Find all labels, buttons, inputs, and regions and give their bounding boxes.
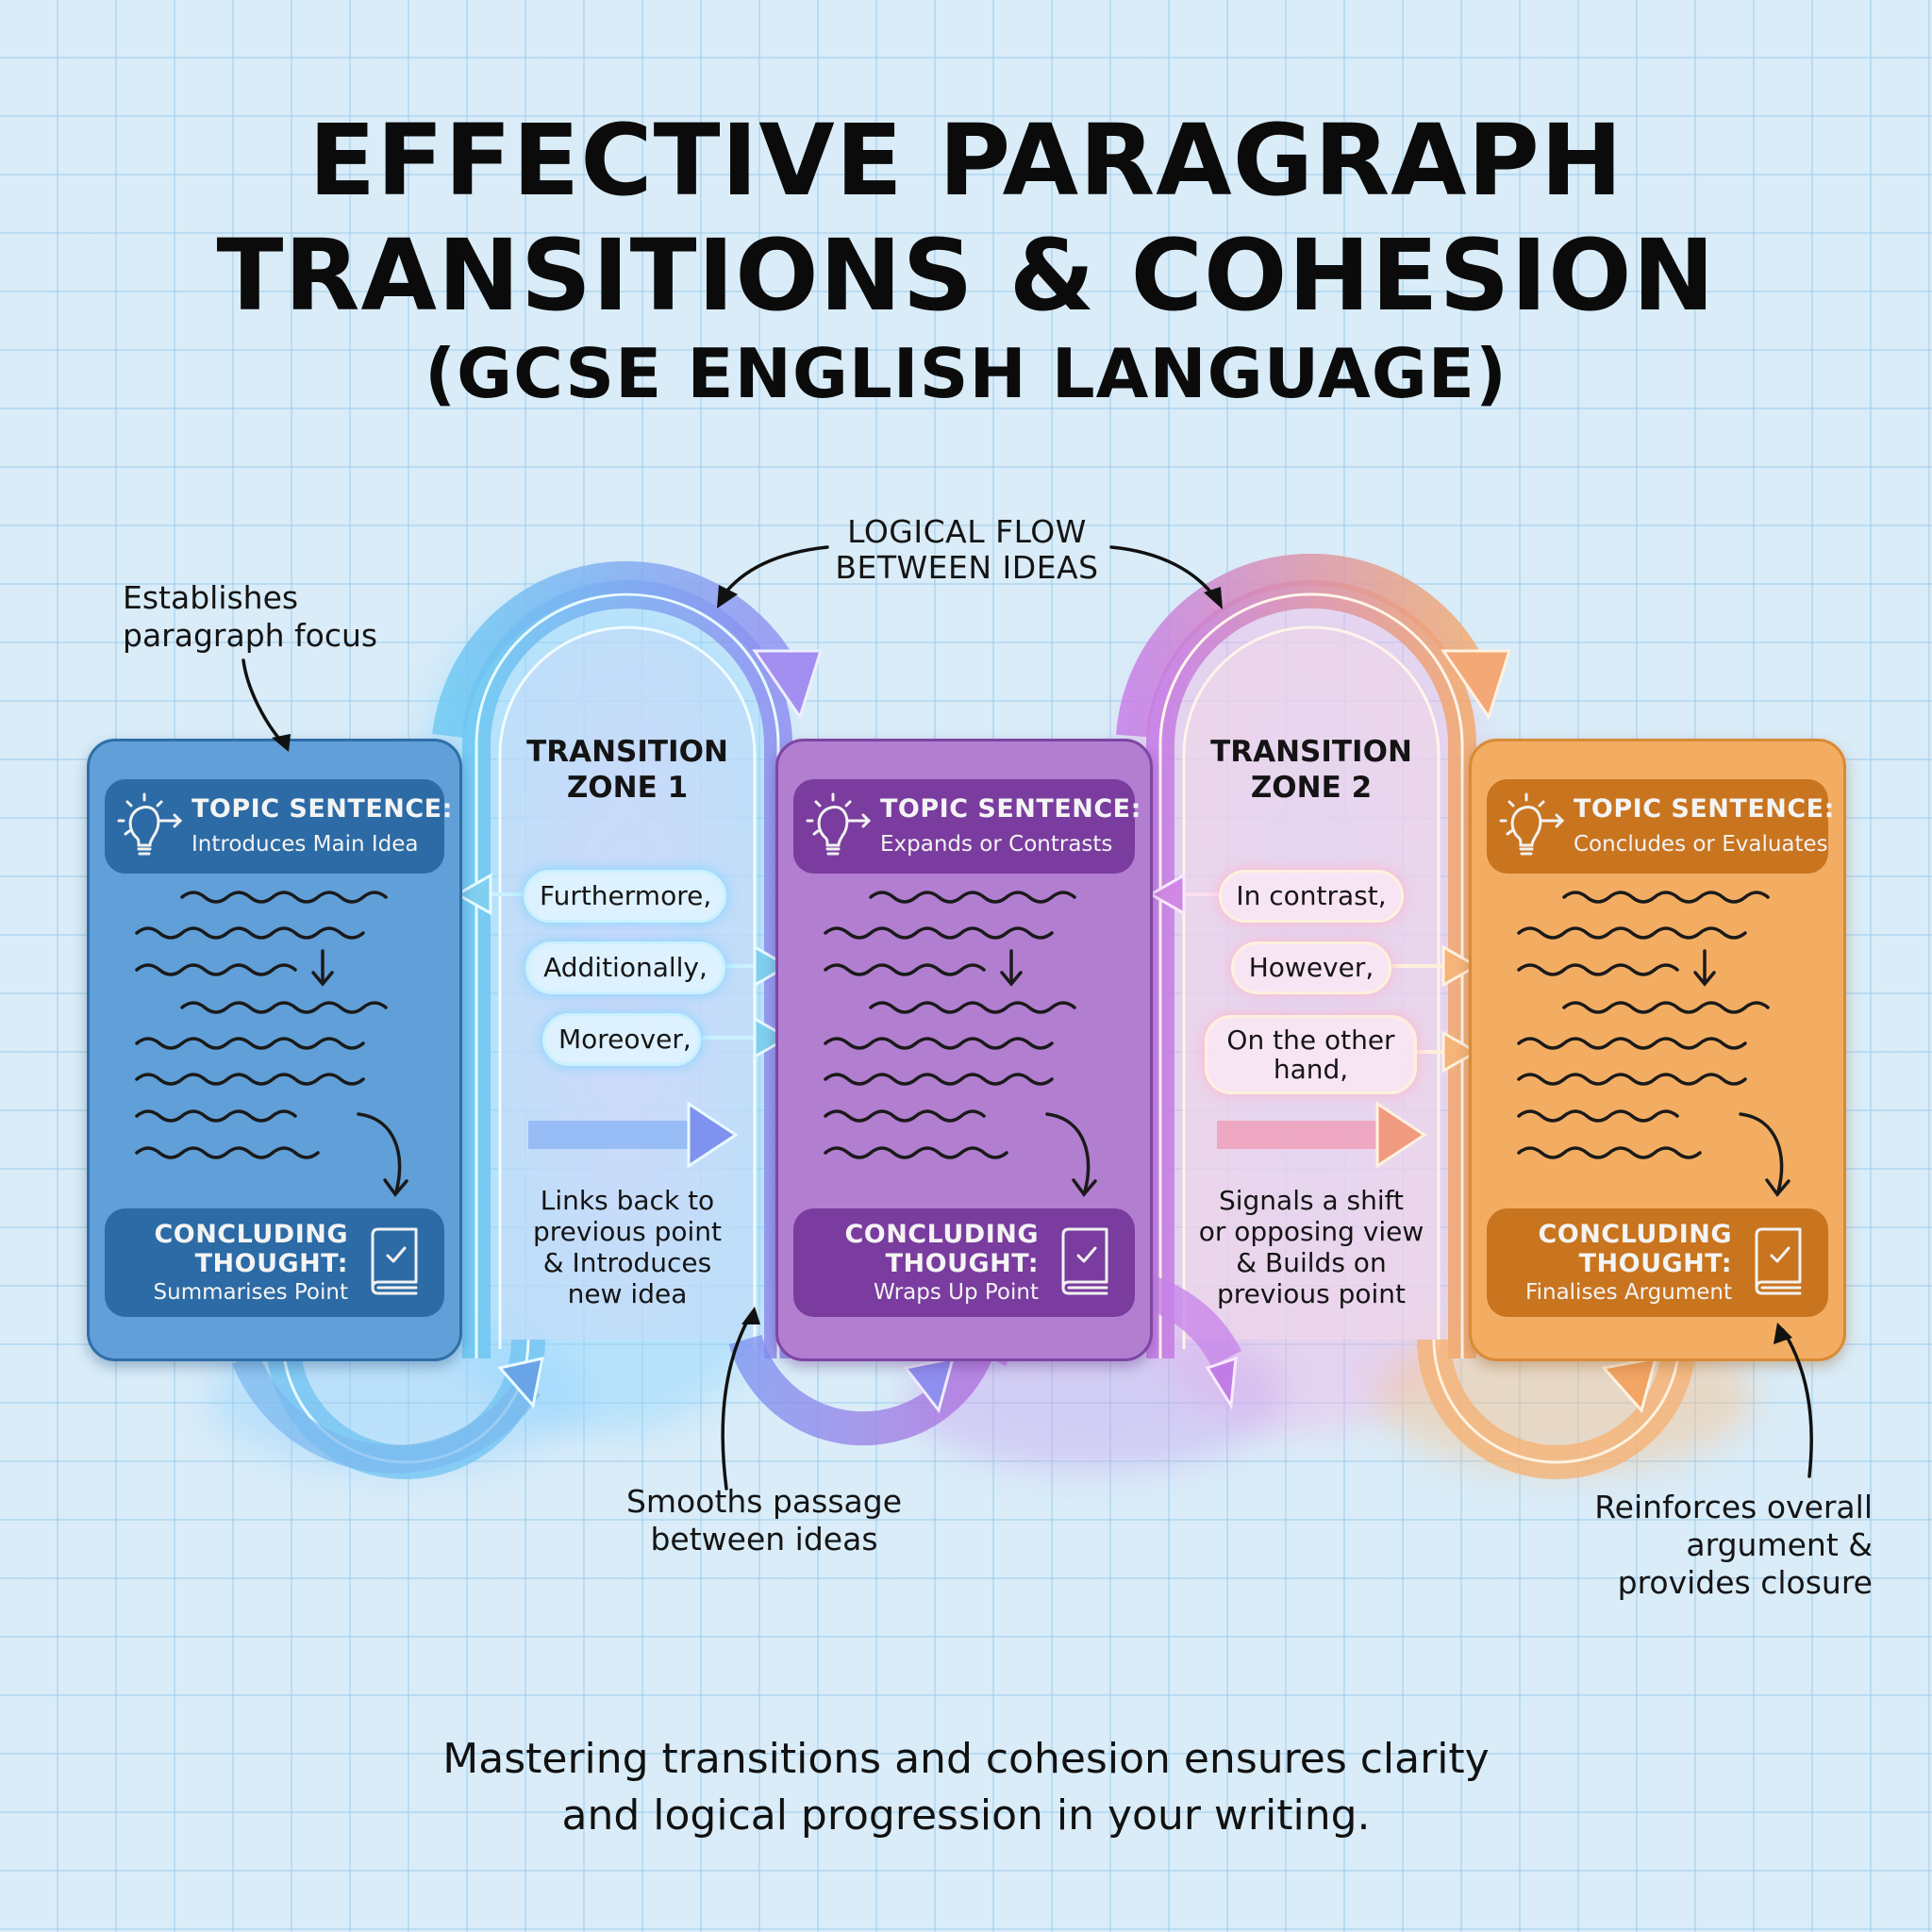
- footer-line-1: Mastering transitions and cohesion ensur…: [442, 1735, 1490, 1783]
- conclude-heading-1: CONCLUDING: [1538, 1220, 1732, 1249]
- paragraph-card-3: TOPIC SENTENCE: Concludes or Evaluates C…: [1469, 739, 1846, 1361]
- flow-label-line-2: BETWEEN IDEAS: [835, 549, 1099, 586]
- lightbulb-arrow-icon: [806, 792, 872, 856]
- annotation-line: Establishes: [123, 579, 299, 616]
- transition-phrase-moreover: Moreover,: [542, 1013, 701, 1066]
- text-lines-graphic: [824, 891, 1097, 1197]
- desc-line: & Builds on: [1236, 1247, 1387, 1278]
- annotation-line: provides closure: [1617, 1564, 1873, 1601]
- desc-line: previous point: [532, 1216, 723, 1247]
- concluding-thought-box: CONCLUDING THOUGHT: Summarises Point: [105, 1208, 444, 1317]
- transition-phrase-furthermore: Furthermore,: [524, 870, 726, 923]
- phrase-line: hand,: [1273, 1054, 1349, 1085]
- topic-sentence-box: TOPIC SENTENCE: Introduces Main Idea: [105, 779, 452, 874]
- topic-heading: TOPIC SENTENCE:: [880, 794, 1141, 824]
- conclude-heading-2: THOUGHT:: [1578, 1249, 1732, 1278]
- lightbulb-arrow-icon: [117, 792, 183, 856]
- footer-summary: Mastering transitions and cohesion ensur…: [0, 1731, 1932, 1844]
- conclude-heading-1: CONCLUDING: [154, 1220, 348, 1249]
- topic-subtext: Concludes or Evaluates: [1574, 832, 1828, 857]
- title-line-1: EFFECTIVE PARAGRAPH: [308, 103, 1624, 218]
- text-lines-graphic: [135, 891, 408, 1197]
- footer-line-2: and logical progression in your writing.: [561, 1791, 1371, 1840]
- transition-zone-1-description: Links back to previous point & Introduce…: [509, 1185, 745, 1309]
- desc-line: previous point: [1216, 1278, 1407, 1309]
- topic-heading: TOPIC SENTENCE:: [192, 794, 453, 824]
- transition-zone-2-description: Signals a shift or opposing view & Build…: [1184, 1185, 1439, 1309]
- transition-phrase-additionally: Additionally,: [525, 941, 725, 994]
- conclude-subtext: Wraps Up Point: [873, 1280, 1039, 1305]
- desc-line: & Introduces: [542, 1247, 712, 1278]
- conclude-subtext: Finalises Argument: [1525, 1280, 1732, 1305]
- text-lines-graphic: [1517, 891, 1790, 1197]
- conclude-heading-2: THOUGHT:: [885, 1249, 1039, 1278]
- phrase-line: On the other: [1226, 1024, 1395, 1056]
- subtitle: (GCSE ENGLISH LANGUAGE): [425, 334, 1507, 413]
- topic-sentence-box: TOPIC SENTENCE: Concludes or Evaluates: [1487, 779, 1834, 874]
- topic-heading: TOPIC SENTENCE:: [1574, 794, 1835, 824]
- annotation-line: paragraph focus: [123, 617, 378, 654]
- zone-title-line-2: ZONE 2: [1250, 771, 1373, 805]
- book-check-icon: [1061, 1227, 1108, 1295]
- topic-sentence-box: TOPIC SENTENCE: Expands or Contrasts: [793, 779, 1141, 874]
- desc-line: Signals a shift: [1218, 1185, 1404, 1216]
- conclude-subtext: Summarises Point: [153, 1280, 348, 1305]
- flow-label-line-1: LOGICAL FLOW: [847, 513, 1087, 550]
- annotation-line: Smooths passage: [625, 1483, 903, 1520]
- annotation-line: between ideas: [650, 1521, 878, 1557]
- logical-flow-label: LOGICAL FLOW BETWEEN IDEAS: [811, 514, 1123, 586]
- annotation-establishes-focus: Establishes paragraph focus: [123, 579, 377, 655]
- zone-title-line-1: TRANSITION: [526, 735, 728, 769]
- desc-line: new idea: [567, 1278, 688, 1309]
- book-check-icon: [1755, 1227, 1802, 1295]
- title-line-2: TRANSITIONS & COHESION: [216, 218, 1716, 333]
- lightbulb-arrow-icon: [1499, 792, 1565, 856]
- conclude-heading-2: THOUGHT:: [194, 1249, 348, 1278]
- transition-phrase-however: However,: [1231, 941, 1391, 994]
- zone-title-line-2: ZONE 1: [566, 771, 689, 805]
- transition-phrase-in-contrast: In contrast,: [1219, 870, 1404, 923]
- concluding-thought-box: CONCLUDING THOUGHT: Finalises Argument: [1487, 1208, 1828, 1317]
- topic-subtext: Expands or Contrasts: [880, 832, 1113, 857]
- transition-zone-1-title: TRANSITION ZONE 1: [509, 734, 745, 806]
- paragraph-card-2: TOPIC SENTENCE: Expands or Contrasts CON…: [775, 739, 1153, 1361]
- transition-zone-2-title: TRANSITION ZONE 2: [1193, 734, 1429, 806]
- transition-phrase-on-the-other-hand: On the other hand,: [1205, 1015, 1417, 1094]
- annotation-line: Reinforces overall: [1594, 1489, 1873, 1525]
- desc-line: or opposing view: [1198, 1216, 1424, 1247]
- topic-subtext: Introduces Main Idea: [192, 832, 419, 857]
- zone-title-line-1: TRANSITION: [1210, 735, 1412, 769]
- annotation-line: argument &: [1686, 1526, 1873, 1563]
- book-check-icon: [371, 1227, 418, 1295]
- annotation-smooths-passage: Smooths passage between ideas: [604, 1483, 924, 1558]
- desc-line: Links back to: [540, 1185, 715, 1216]
- conclude-heading-1: CONCLUDING: [844, 1220, 1039, 1249]
- annotation-reinforces-argument: Reinforces overall argument & provides c…: [1566, 1489, 1873, 1602]
- concluding-thought-box: CONCLUDING THOUGHT: Wraps Up Point: [793, 1208, 1135, 1317]
- paragraph-card-1: TOPIC SENTENCE: Introduces Main Idea CON…: [87, 739, 462, 1361]
